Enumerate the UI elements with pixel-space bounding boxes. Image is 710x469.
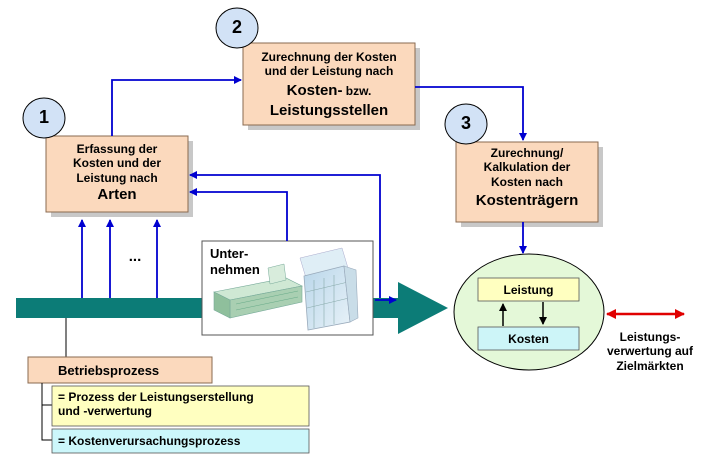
kosten-label: Kosten (508, 332, 549, 346)
ellipsis-label: ... (128, 248, 142, 265)
company-box (201, 240, 374, 336)
step3-text-big: Kostenträgern (475, 192, 579, 210)
arrow-company-to-step1 (189, 188, 288, 241)
step2-text-big-1: Kosten- (286, 81, 343, 99)
result-circle (453, 253, 605, 371)
legend-title: Betriebsprozess (58, 363, 160, 378)
arrow-step1-to-step2 (111, 76, 242, 136)
step2-text-big-2: Leistungsstellen (269, 101, 389, 119)
legend-item1-box (51, 385, 310, 427)
market-label: Leistungs- verwertung auf Zielmärkten (606, 330, 693, 373)
step1-number-circle (22, 97, 66, 139)
legend-item1: = Prozess der Leistungserstellung und -v… (58, 390, 254, 419)
step1-number: 1 (38, 107, 49, 127)
step2-text-small: Zurechnung der Kosten und der Leistung n… (261, 50, 397, 79)
legend-title-box (27, 356, 213, 384)
step3-text-small: Zurechnung/ Kalkulation der Kosten nach (483, 146, 571, 189)
step2-number-circle (215, 7, 259, 49)
process-band-arrowhead (398, 282, 448, 334)
step1-box (45, 135, 189, 213)
leistung-label: Leistung (503, 283, 554, 297)
legend-item2: = Kostenverursachungsprozess (58, 434, 241, 448)
legend-item2-box (51, 428, 310, 454)
step2-text-mid: bzw. (342, 83, 372, 98)
step3-number-circle (444, 103, 488, 145)
arrow-band-to-step1 (189, 171, 381, 298)
step3-box (455, 141, 599, 223)
step2-box (242, 42, 416, 126)
step2-number: 2 (231, 17, 242, 37)
leistung-box (477, 277, 580, 302)
step1-label: Erfassung der Kosten und der Leistung na… (46, 142, 188, 204)
step2-label: Zurechnung der Kosten und der Leistung n… (243, 50, 415, 120)
step3-label: Zurechnung/ Kalkulation der Kosten nach … (456, 146, 598, 210)
step3-number: 3 (460, 113, 471, 133)
kosten-box (477, 326, 580, 351)
company-label: Unter- nehmen (210, 246, 260, 277)
legend-connector (41, 383, 52, 441)
arrow-step2-to-step3 (415, 86, 527, 141)
step1-text-small: Erfassung der Kosten und der Leistung na… (72, 142, 161, 185)
step1-text-big: Arten (97, 186, 137, 204)
buildings-image (213, 247, 359, 331)
